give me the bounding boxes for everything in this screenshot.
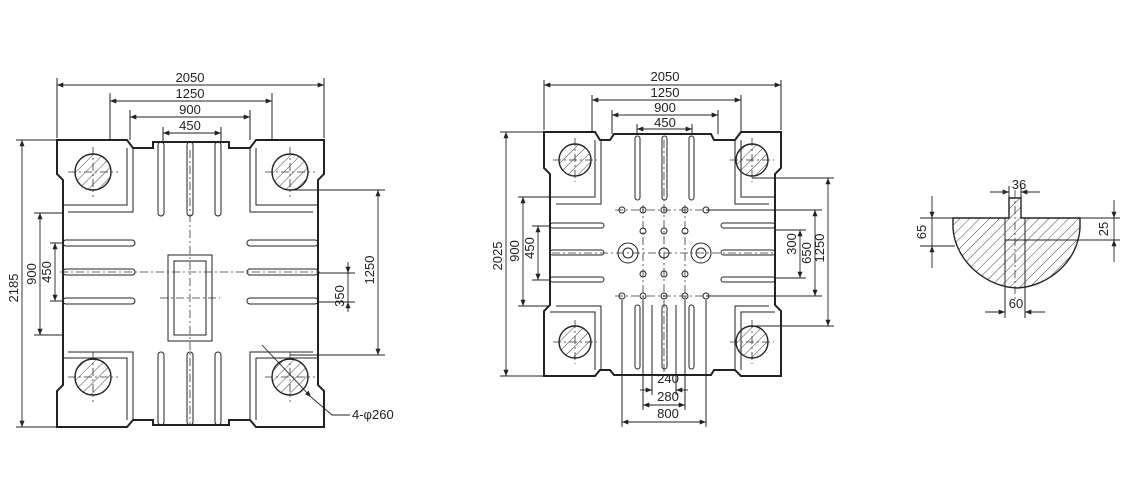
t-slot-section-view: 36 65 25 60 [914, 177, 1120, 318]
dim-height-inner: 900 [24, 263, 39, 285]
dim-width-total: 2050 [651, 69, 680, 84]
left-platen-view: 2050 1250 900 450 2185 900 450 1250 350 … [6, 70, 394, 428]
dim-bottom-280: 280 [657, 389, 679, 404]
dim-height-total: 2185 [6, 274, 21, 303]
dim-height-holes: 1250 [362, 256, 377, 285]
t-slot-section [952, 197, 1081, 289]
dim-height-center: 450 [522, 237, 537, 259]
dim-width-holes: 1250 [176, 86, 205, 101]
dim-slot-length: 350 [332, 285, 347, 307]
dim-bottom-800: 800 [657, 406, 679, 421]
left-platen-outline [56, 139, 325, 428]
dim-slot-depth: 25 [1096, 222, 1111, 236]
dim-width-inner: 900 [654, 100, 676, 115]
dim-right-650: 650 [799, 242, 814, 264]
dim-width-inner: 900 [179, 102, 201, 117]
dim-width-center: 450 [179, 118, 201, 133]
dim-height-center: 450 [39, 261, 54, 283]
middle-platen-view: 2050 1250 900 450 2025 900 450 1250 650 … [490, 69, 834, 427]
dim-height-inner: 900 [507, 240, 522, 262]
middle-corner-holes [553, 138, 774, 364]
ejector-hole-grid [552, 140, 776, 372]
dim-width-holes: 1250 [651, 85, 680, 100]
dim-bottom-240: 240 [657, 371, 679, 386]
left-corner-holes [68, 147, 315, 402]
dim-right-1250: 1250 [812, 234, 827, 263]
dim-width-total: 2050 [176, 70, 205, 85]
dim-right-300: 300 [784, 233, 799, 255]
dim-bottom-width: 60 [1009, 296, 1023, 311]
middle-platen-outline [543, 131, 782, 377]
hole-note: 4-φ260 [352, 407, 394, 422]
dim-width-center: 450 [654, 115, 676, 130]
dim-slot-width: 36 [1012, 177, 1026, 192]
dim-section-depth: 65 [914, 225, 929, 239]
dim-height-total: 2025 [490, 242, 505, 271]
